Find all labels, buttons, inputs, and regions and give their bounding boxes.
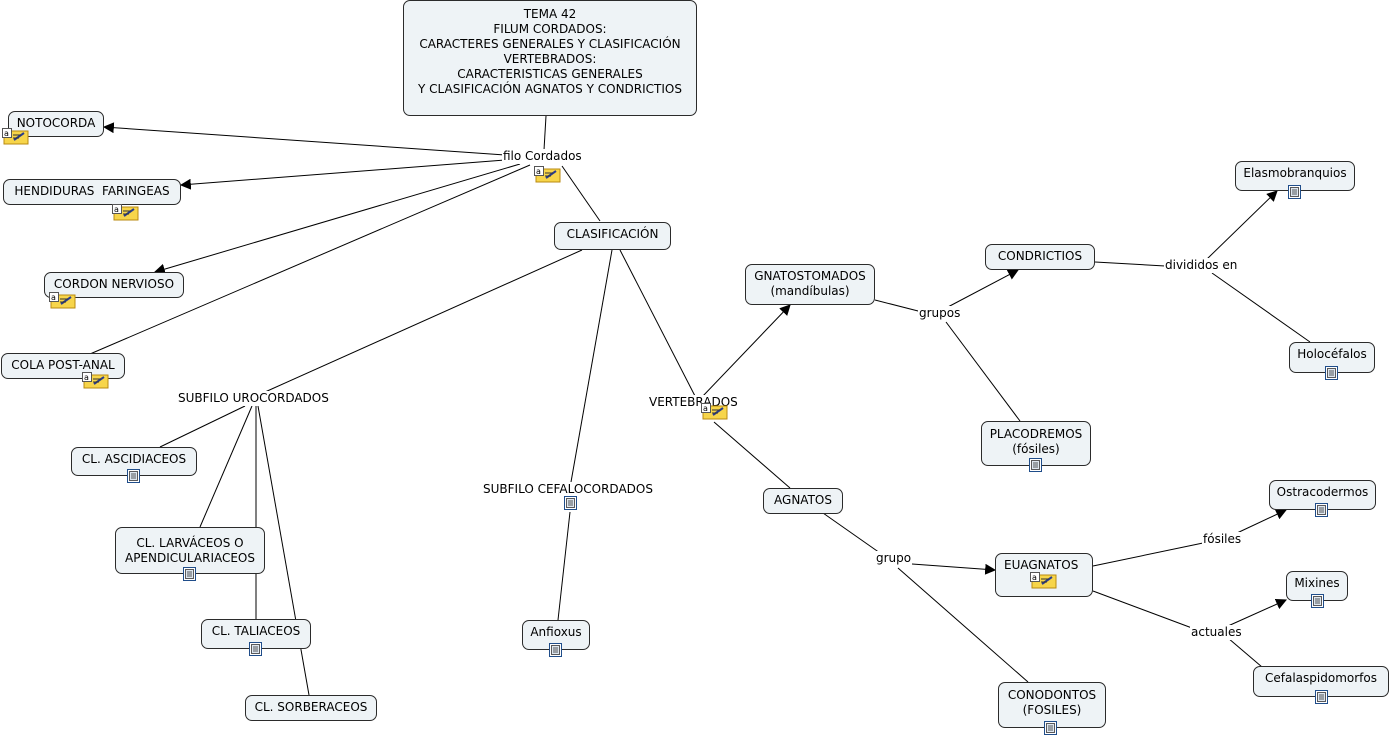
svg-text:a: a (1032, 573, 1037, 582)
concept-cl-sorberaceos[interactable]: CL. SORBERACEOS (245, 695, 377, 721)
link-subfilo-urocordados[interactable]: SUBFILO UROCORDADOS (177, 391, 330, 406)
svg-text:a: a (114, 205, 119, 214)
document-icon[interactable] (1325, 366, 1338, 380)
document-icon[interactable] (1311, 594, 1324, 608)
concept-cl-ascidiaceos[interactable]: CL. ASCIDIACEOS (71, 447, 197, 476)
link-subfilo-cefalocordados[interactable]: SUBFILO CEFALOCORDADOS (482, 482, 654, 497)
link-grupo[interactable]: grupo (875, 551, 913, 566)
edge-vert-agnatos (713, 421, 791, 489)
edge-actuales-mixines (1227, 599, 1288, 627)
edge-divididos-holocefalos (1211, 272, 1311, 343)
edge-grupos-condrictios (945, 269, 1019, 309)
concept-cefalaspidomorfos[interactable]: Cefalaspidomorfos (1253, 666, 1389, 697)
edge-agnatos-grupo (822, 512, 881, 554)
document-icon[interactable] (549, 643, 562, 657)
edge-filo-cordon (153, 163, 521, 275)
note-icon[interactable]: a (2, 128, 30, 145)
edge-actuales-cefalaspidomorfos (1227, 637, 1263, 668)
edge-uro-sorberaceos (257, 405, 310, 696)
link-divididos-en[interactable]: divididos en (1164, 258, 1239, 273)
edge-euag-actuales (1092, 590, 1193, 629)
svg-text:a: a (536, 167, 541, 176)
edge-vert-gnatostomados (701, 304, 791, 398)
edge-filo-clasificacion (561, 165, 601, 222)
document-icon[interactable] (1315, 503, 1328, 517)
edge-title-filo (543, 115, 547, 151)
document-icon[interactable] (1044, 721, 1057, 735)
edge-uro-larvaceos (199, 405, 253, 528)
edge-divididos-elasmobranquios (1206, 190, 1278, 260)
link-filo-cordados[interactable]: filo Cordados (502, 149, 583, 164)
concept-hendiduras-faringeas[interactable]: HENDIDURAS FARINGEAS (3, 179, 181, 205)
document-icon[interactable] (1029, 458, 1042, 472)
edge-condr-divididos (1094, 261, 1166, 267)
edge-grupos-placodremos (945, 321, 1021, 422)
note-icon[interactable]: a (1030, 572, 1058, 589)
note-icon[interactable]: a (82, 372, 110, 389)
concept-agnatos[interactable]: AGNATOS (763, 488, 843, 514)
edge-filo-notocorda (102, 122, 506, 156)
edge-clasif-cefalocordados (570, 249, 613, 483)
edge-euag-fosiles (1092, 542, 1204, 567)
edge-grupo-euagnatos (911, 563, 997, 575)
edge-filo-hendiduras (179, 159, 506, 190)
concept-clasificacion[interactable]: CLASIFICACIÓN (554, 222, 671, 250)
note-icon[interactable]: a (112, 204, 140, 221)
link-grupos[interactable]: grupos (918, 306, 962, 321)
edge-grupo-conodontos (897, 567, 1029, 683)
svg-text:a: a (4, 129, 9, 138)
title-node[interactable]: TEMA 42 FILUM CORDADOS: CARACTERES GENER… (403, 0, 697, 116)
concept-conodontos[interactable]: CONODONTOS (FOSILES) (998, 682, 1106, 728)
document-icon[interactable] (249, 642, 262, 656)
concept-condrictios[interactable]: CONDRICTIOS (985, 244, 1095, 270)
concept-cl-larvaceos[interactable]: CL. LARVÁCEOS O APENDICULARIACEOS (115, 527, 265, 574)
edge-clasif-vertebrados (619, 249, 696, 397)
concept-cordon-nervioso[interactable]: CORDON NERVIOSO (44, 272, 184, 298)
note-icon[interactable]: a (701, 403, 729, 420)
document-icon[interactable] (183, 567, 196, 581)
link-fosiles[interactable]: fósiles (1202, 532, 1243, 547)
edge-uro-ascidiaceos (159, 405, 246, 448)
document-icon[interactable] (1288, 185, 1301, 199)
note-icon[interactable]: a (49, 292, 77, 309)
svg-text:a: a (51, 293, 56, 302)
svg-text:a: a (703, 404, 708, 413)
document-icon[interactable] (564, 496, 577, 510)
link-actuales[interactable]: actuales (1190, 625, 1243, 640)
edge-filo-cola (89, 164, 531, 355)
edge-gnato-grupos (874, 299, 923, 313)
svg-text:a: a (84, 373, 89, 382)
edge-fosiles-ostracodermos (1236, 509, 1287, 534)
note-icon[interactable]: a (534, 166, 562, 183)
document-icon[interactable] (127, 469, 140, 483)
edge-clasif-urocordados (264, 249, 583, 393)
edge-cefalo-anfioxus (557, 511, 571, 621)
concept-gnatostomados[interactable]: GNATOSTOMADOS (mandíbulas) (745, 264, 875, 305)
document-icon[interactable] (1315, 690, 1328, 704)
